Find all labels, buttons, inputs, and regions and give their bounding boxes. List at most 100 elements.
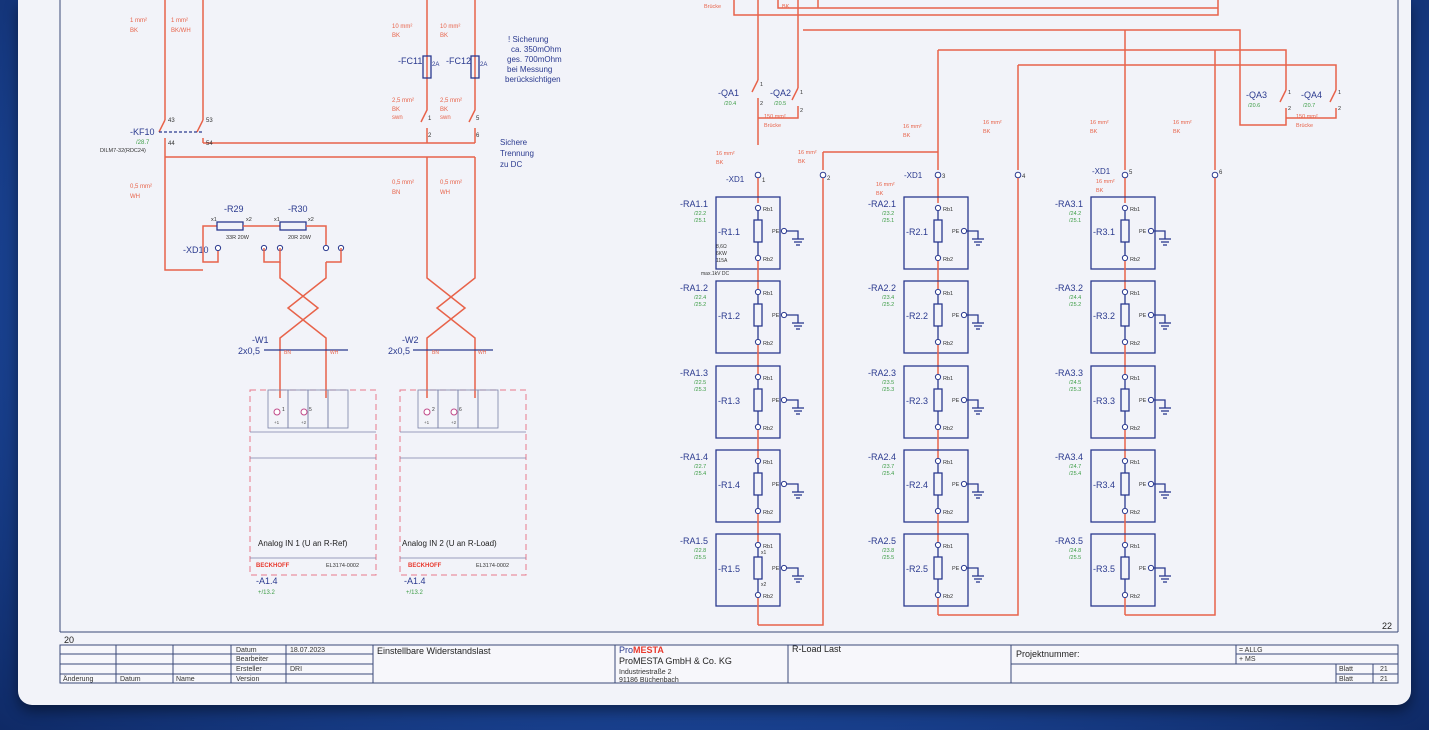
rb1-label: Rb1 (1130, 544, 1140, 550)
terminal-rb2 (1121, 507, 1129, 515)
wire-label: swn (392, 115, 403, 121)
terminal-rb2 (934, 591, 942, 599)
terminal-rb1 (934, 457, 942, 465)
terminal-rb2 (1121, 591, 1129, 599)
svg-text:6KW: 6KW (716, 251, 727, 257)
svg-text:x2: x2 (246, 217, 252, 223)
resistor-name: -R3.2 (1093, 311, 1115, 321)
terminal-rb1 (934, 288, 942, 296)
company-name: ProMESTA GmbH & Co. KG (619, 656, 732, 666)
pe-label: PE (952, 398, 960, 404)
r30-label: -R30 (288, 204, 308, 214)
pe-label: PE (1139, 482, 1147, 488)
qa4-label: -QA4 (1301, 90, 1322, 100)
svg-text:/20.4: /20.4 (724, 101, 736, 107)
wire-label: 0,5 mm² (130, 184, 152, 190)
ref-link: /24.5 (1069, 380, 1081, 386)
svg-text:BK: BK (782, 4, 790, 10)
svg-text:33R 20W: 33R 20W (226, 235, 250, 241)
svg-text:! Sicherung: ! Sicherung (508, 35, 548, 44)
ref-link: /25.1 (694, 218, 706, 224)
schematic-sheet: 20 22 1 mm² BK 1 mm² BK/WH 10 mm² BK 10 … (18, 0, 1411, 705)
svg-text:1: 1 (762, 178, 766, 184)
wire-label: 10 mm² (440, 24, 460, 30)
svg-text:BK: BK (798, 159, 806, 165)
rb2-label: Rb2 (1130, 257, 1140, 263)
terminal-rb2 (754, 338, 762, 346)
rb1-label: Rb1 (943, 207, 953, 213)
terminal-pe (1147, 227, 1155, 235)
terminal-rb2 (1121, 338, 1129, 346)
terminal-rb2 (934, 423, 942, 431)
resistor-symbol (753, 303, 763, 327)
resistor-name: -R1.5 (718, 564, 740, 574)
terminal-rb1 (934, 541, 942, 549)
svg-text:WH: WH (478, 350, 487, 356)
w2-size: 2x0,5 (388, 346, 410, 356)
terminal-pe (960, 227, 968, 235)
svg-text:5: 5 (1129, 170, 1133, 176)
wire-label: BK (440, 107, 448, 113)
resistor-symbol (1120, 219, 1130, 243)
fc11-label: -FC11 (398, 56, 422, 66)
terminal-rb1 (754, 541, 762, 549)
svg-text:8,6Ω: 8,6Ω (716, 244, 727, 250)
resistor-symbol (933, 556, 943, 580)
pe-label: PE (772, 313, 780, 319)
pe-label: PE (952, 229, 960, 235)
resistor-tag: -RA2.4 (868, 452, 896, 462)
svg-text:2: 2 (800, 108, 803, 114)
svg-text:EL3174-0002: EL3174-0002 (476, 563, 509, 569)
svg-text:5: 5 (476, 116, 480, 122)
ref-link: /24.2 (1069, 211, 1081, 217)
qa3-label: -QA3 (1246, 90, 1267, 100)
svg-text:/20.6: /20.6 (1248, 103, 1260, 109)
resistor-tag: -RA2.5 (868, 536, 896, 546)
page-next: 22 (1382, 621, 1392, 631)
kf10-ref: /28.7 (136, 140, 150, 146)
svg-text:Blatt: Blatt (1339, 666, 1353, 673)
a14b-label: -A1.4 (404, 576, 426, 586)
pe-label: PE (1139, 313, 1147, 319)
svg-text:+/13.2: +/13.2 (406, 590, 424, 596)
terminal-pe (960, 311, 968, 319)
wire-label: BN (392, 190, 400, 196)
resistor-symbol (933, 388, 943, 412)
svg-text:x1: x1 (211, 217, 217, 223)
rb1-label: Rb1 (1130, 376, 1140, 382)
svg-text:2: 2 (827, 176, 831, 182)
qa2-label: -QA2 (770, 88, 791, 98)
resistor-enclosure (1090, 533, 1156, 607)
svg-text:max.1kV DC: max.1kV DC (701, 271, 729, 277)
svg-text:16 mm²: 16 mm² (1096, 179, 1115, 185)
resistor-symbol (1120, 556, 1130, 580)
resistor-enclosure (1090, 280, 1156, 354)
svg-text:BK: BK (1090, 129, 1098, 135)
svg-text:2: 2 (1288, 106, 1291, 112)
ref-link: /24.7 (1069, 464, 1081, 470)
terminal-pe (780, 311, 788, 319)
ref-link: /22.8 (694, 548, 706, 554)
resistor-enclosure (903, 365, 969, 439)
svg-text:BK: BK (716, 160, 724, 166)
resistor-enclosure (903, 533, 969, 607)
schematic-drawing: 20 22 1 mm² BK 1 mm² BK/WH 10 mm² BK 10 … (59, 0, 1399, 684)
rb1-label: Rb1 (763, 376, 773, 382)
svg-text:16 mm²: 16 mm² (876, 182, 895, 188)
svg-text:54: 54 (206, 141, 213, 147)
pe-label: PE (952, 482, 960, 488)
wire-label: BK/WH (171, 28, 191, 34)
wire-label: 10 mm² (392, 24, 412, 30)
pe-label: PE (772, 482, 780, 488)
resistor-tag: -RA3.5 (1055, 536, 1083, 546)
terminal-rb2 (934, 338, 942, 346)
resistor-tag: -RA1.2 (680, 283, 708, 293)
fuse-fc12 (470, 55, 480, 79)
rb2-label: Rb2 (763, 510, 773, 516)
ref-link: /25.2 (1069, 302, 1081, 308)
